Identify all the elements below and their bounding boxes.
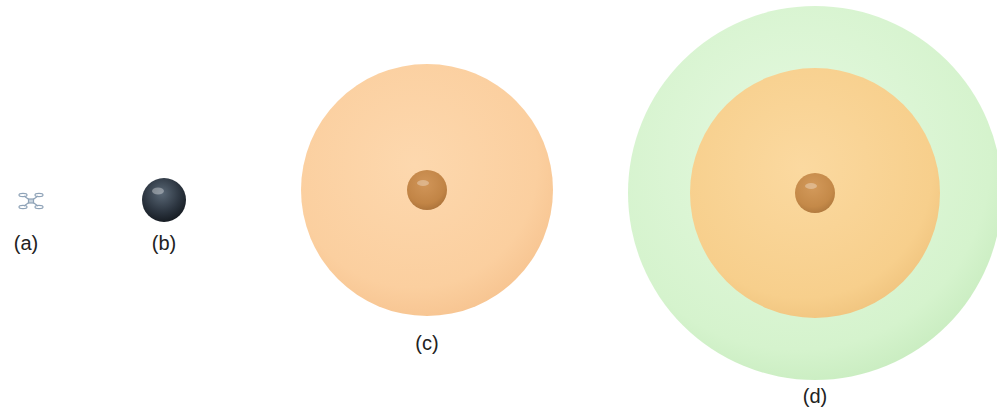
green-sphere [628,6,997,380]
orange-sphere [690,68,940,318]
figure-label: (d) [803,384,827,408]
small-sphere [795,173,835,213]
figure-label: (c) [415,331,438,355]
figure-label: (a) [14,231,38,255]
small-sphere [407,170,447,210]
orange-sphere [301,64,553,316]
figure-label: (b) [152,231,176,255]
drone-icon [19,193,43,208]
dark-sphere [142,178,186,222]
